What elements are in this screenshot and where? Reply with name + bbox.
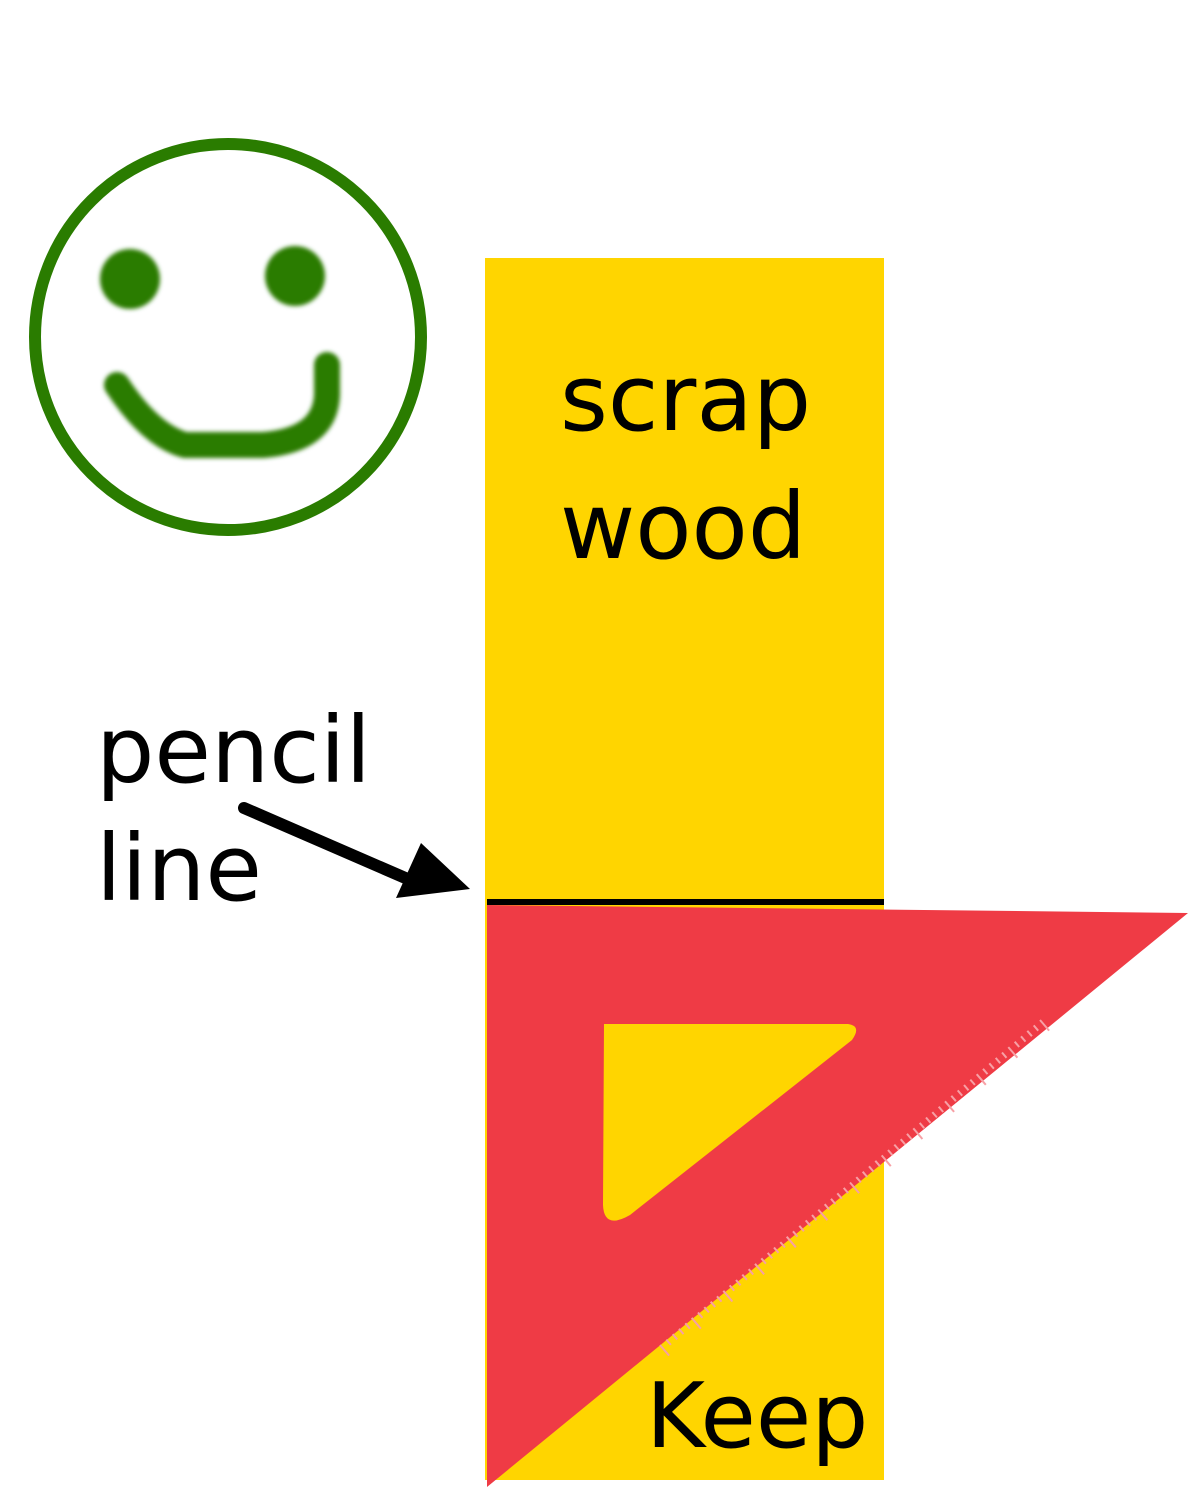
arrow-icon (238, 802, 470, 898)
scale-tick (874, 1160, 881, 1167)
pencil-label-line2: line (96, 815, 263, 922)
scale-tick (887, 1149, 894, 1156)
scrap-label-line2: wood (560, 473, 807, 580)
scale-tick (944, 1100, 955, 1113)
scale-tick (912, 1127, 924, 1140)
scale-tick (893, 1143, 900, 1151)
scale-tick (988, 1062, 995, 1070)
scale-tick (842, 1187, 849, 1194)
pencil-line-label: pencil line (96, 692, 371, 928)
scale-tick (773, 1246, 780, 1254)
scale-tick (969, 1078, 976, 1086)
scale-tick (671, 1333, 678, 1341)
scale-tick (735, 1279, 742, 1286)
scale-tick (937, 1106, 944, 1113)
scale-tick (766, 1252, 773, 1259)
scale-tick (861, 1171, 868, 1178)
scale-tick (880, 1154, 892, 1167)
scale-tick (798, 1225, 805, 1232)
pencil-label-line1: pencil (96, 697, 372, 804)
scale-tick (804, 1219, 811, 1227)
scale-tick (836, 1192, 843, 1200)
scale-tick (950, 1095, 957, 1102)
scale-tick (760, 1257, 767, 1265)
smiley-face-icon (29, 138, 427, 536)
scale-tick (906, 1133, 913, 1140)
scale-tick (823, 1203, 830, 1211)
scale-tick (931, 1111, 938, 1119)
scale-tick (918, 1122, 925, 1129)
set-square-scale-ticks (659, 1019, 1050, 1357)
scale-tick (709, 1301, 716, 1308)
scale-tick (1020, 1035, 1027, 1043)
scale-tick (722, 1290, 734, 1303)
smiley-mouth (104, 352, 340, 458)
scale-tick (690, 1317, 702, 1330)
smiley-outline (29, 138, 427, 536)
scale-tick (963, 1084, 970, 1091)
smiley-right-eye (265, 246, 325, 306)
scale-tick (684, 1322, 691, 1330)
scrap-label-line1: scrap (560, 345, 812, 452)
scale-tick (925, 1116, 932, 1124)
scale-tick (1013, 1041, 1020, 1048)
scale-tick (994, 1057, 1001, 1064)
scale-tick (849, 1181, 860, 1194)
scale-tick (754, 1263, 765, 1276)
scale-tick (741, 1273, 748, 1281)
scale-tick (811, 1214, 818, 1221)
scale-tick (1032, 1024, 1039, 1032)
scale-tick (785, 1236, 797, 1248)
scale-tick (1001, 1051, 1008, 1059)
scale-tick (855, 1176, 862, 1184)
set-square-icon (487, 905, 1188, 1487)
scale-tick (975, 1073, 987, 1086)
keep-label: Keep (646, 1364, 869, 1469)
scale-tick (665, 1338, 672, 1346)
scale-tick (697, 1311, 704, 1319)
scale-tick (716, 1295, 723, 1303)
scale-tick (817, 1208, 829, 1221)
scale-tick (1007, 1046, 1019, 1059)
scale-tick (792, 1230, 799, 1238)
scale-tick (779, 1241, 786, 1249)
scale-tick (728, 1284, 735, 1292)
scale-tick (659, 1344, 670, 1357)
scale-tick (982, 1068, 989, 1075)
scale-tick (868, 1165, 875, 1173)
scale-tick (956, 1089, 963, 1097)
scale-tick (1026, 1030, 1033, 1037)
scrap-wood-label: scrap wood (560, 335, 811, 591)
scale-tick (1039, 1019, 1050, 1032)
scale-tick (830, 1198, 837, 1205)
scale-tick (747, 1268, 754, 1276)
scale-tick (899, 1138, 906, 1146)
scale-tick (678, 1328, 685, 1335)
smiley-left-eye (100, 249, 160, 309)
scale-tick (703, 1306, 710, 1314)
